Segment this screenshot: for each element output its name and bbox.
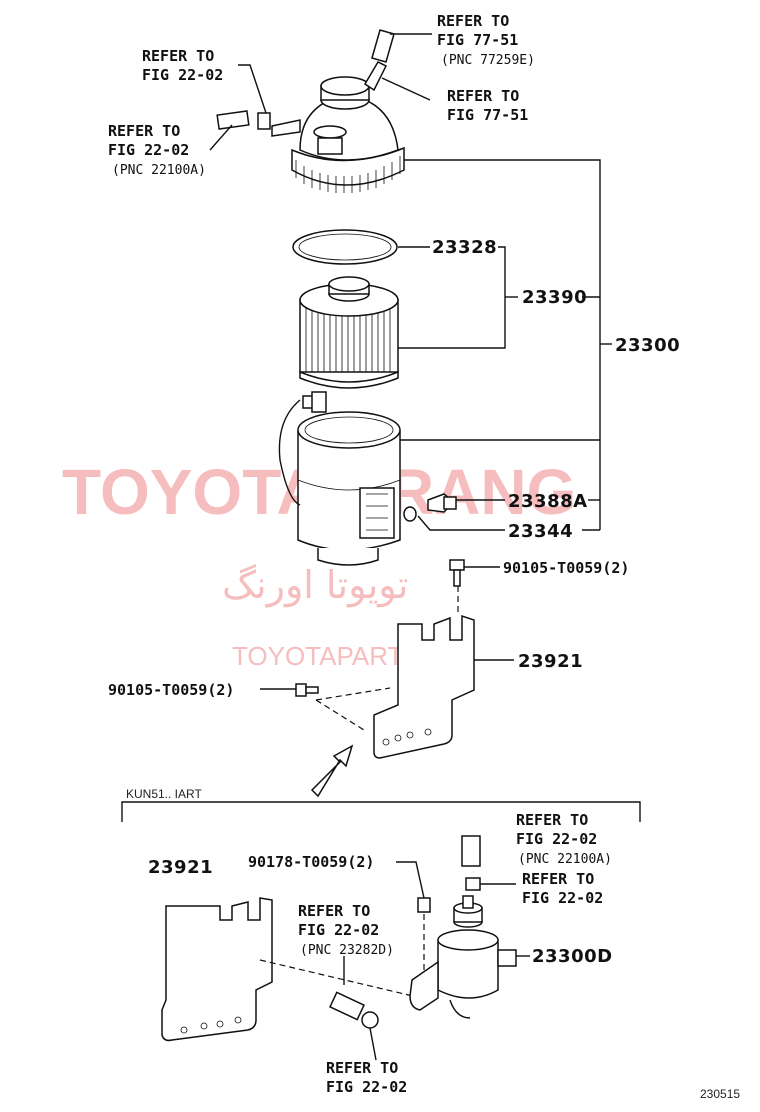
ref-label: (PNC 23282D) (300, 943, 394, 958)
hose-b-top (461, 835, 481, 867)
part-number-23328[interactable]: 23328 (432, 237, 497, 258)
ref-label: (PNC 22100A) (518, 852, 612, 867)
ref-label: (PNC 22100A) (112, 163, 206, 178)
ref-label: FIG 77-51 (437, 31, 518, 49)
ref-label: REFER TO (447, 87, 519, 105)
part-number-bolt-left[interactable]: 90105-T0059(2) (108, 681, 234, 699)
bracket-23921-b (161, 897, 273, 1042)
ref-label: FIG 22-02 (522, 889, 603, 907)
ref-label: FIG 22-02 (326, 1078, 407, 1096)
bolt-90105-left (295, 683, 319, 697)
ref-label: REFER TO (298, 902, 370, 920)
clip-left (257, 112, 271, 130)
ref-label: FIG 22-02 (142, 66, 223, 84)
part-number-bolt-right[interactable]: 90105-T0059(2) (503, 559, 629, 577)
part-number-23300D[interactable]: 23300D (532, 946, 613, 967)
filter-element-23390 (299, 276, 399, 389)
filter-assembly-23300D (409, 895, 517, 1019)
ref-label: REFER TO (522, 870, 594, 888)
part-number-23344[interactable]: 23344 (508, 521, 573, 542)
part-number-23921-b[interactable]: 23921 (148, 857, 213, 878)
variant-bracket (121, 801, 641, 822)
ref-label: FIG 22-02 (516, 830, 597, 848)
ref-label: FIG 22-02 (108, 141, 189, 159)
ref-label: REFER TO (516, 811, 588, 829)
part-number-23921[interactable]: 23921 (518, 651, 583, 672)
ref-label: FIG 77-51 (447, 106, 528, 124)
part-number-23388A[interactable]: 23388A (508, 491, 588, 512)
filter-bowl (278, 391, 401, 566)
clip-b-bottom (361, 1011, 379, 1029)
diagram-id: 230515 (700, 1087, 740, 1101)
o-ring-23328 (292, 229, 398, 265)
hose-top (371, 29, 395, 63)
bracket-23921 (373, 614, 475, 759)
o-ring-23344 (403, 506, 417, 522)
ref-label: REFER TO (326, 1059, 398, 1077)
bolt-90178 (417, 897, 431, 913)
ref-label: REFER TO (108, 122, 180, 140)
ref-label: FIG 22-02 (298, 921, 379, 939)
ref-label: (PNC 77259E) (441, 53, 535, 68)
part-number-bolt-b[interactable]: 90178-T0059(2) (248, 853, 374, 871)
ref-label: REFER TO (142, 47, 214, 65)
filter-head (271, 61, 405, 193)
arrow-icon (310, 744, 354, 798)
clip-b-top (465, 877, 481, 891)
sensor-23388A (427, 493, 457, 513)
ref-label: REFER TO (437, 12, 509, 30)
hose-left (216, 110, 250, 130)
part-number-23390[interactable]: 23390 (522, 287, 587, 308)
hose-b-bottom (329, 991, 365, 1021)
watermark-persian: تويوتا اورنگ (222, 563, 409, 608)
bolt-90105-right (449, 559, 465, 587)
part-number-23300[interactable]: 23300 (615, 335, 680, 356)
variant-label: KUN51.. IART (126, 787, 202, 801)
